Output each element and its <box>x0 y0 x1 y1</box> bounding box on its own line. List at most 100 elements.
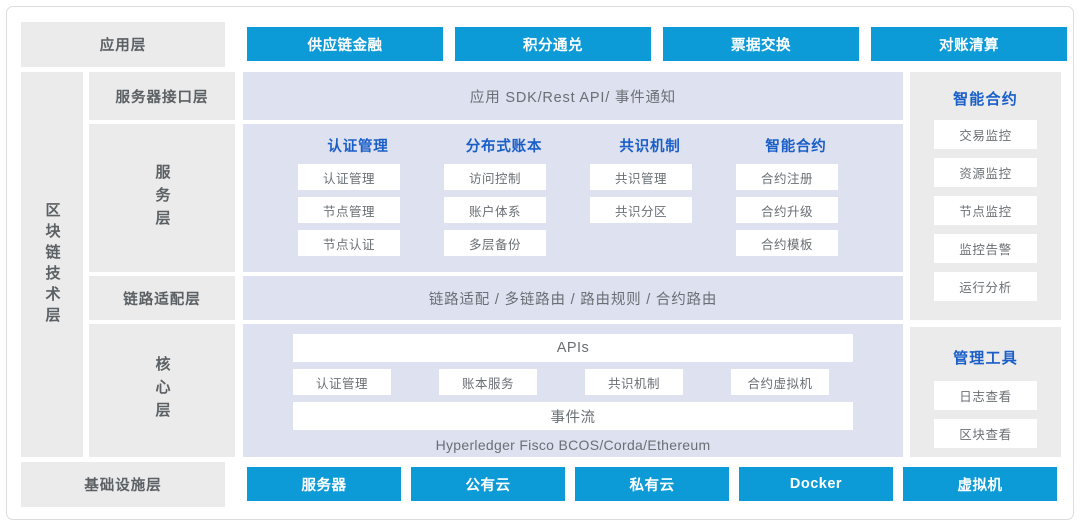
chip-label: 认证管理 <box>322 171 375 186</box>
chip-label: 区块查看 <box>959 428 1012 442</box>
service-chip-consensus-partition[interactable]: 共识分区 <box>590 197 692 223</box>
blockchain-tech-layer-label-text: 区块链技术层 <box>43 201 61 328</box>
chip-label: 账本服务 <box>461 376 514 391</box>
core-apis-label: APIs <box>556 340 590 356</box>
application-layer-label-text: 应用层 <box>99 38 147 54</box>
chip-label: 节点监控 <box>959 205 1012 219</box>
chip-label: 节点认证 <box>322 237 375 252</box>
app-button-reconciliation-settlement[interactable]: 对账清算 <box>871 27 1067 61</box>
app-button-label: 票据交换 <box>731 37 791 54</box>
side-panel-title-management-tools: 管理工具 <box>910 345 1061 369</box>
chip-label: 账户体系 <box>468 204 521 219</box>
chip-label: 共识分区 <box>614 204 667 219</box>
core-layer-label: 核心层 <box>89 324 235 457</box>
diagram-frame: 应用层 供应链金融 积分通兑 票据交换 对账清算 区块链技术层 服务器接口层 服… <box>6 6 1074 520</box>
blockchain-tech-layer-label: 区块链技术层 <box>21 72 83 457</box>
chip-label: 多层备份 <box>468 237 521 252</box>
infra-button-virtual-machine[interactable]: 虚拟机 <box>903 467 1057 501</box>
link-adaptation-layer-content: 链路适配 / 多链路由 / 路由规则 / 合约路由 <box>243 276 903 320</box>
chip-label: 资源监控 <box>959 167 1012 181</box>
infra-button-public-cloud[interactable]: 公有云 <box>411 467 565 501</box>
chip-label: 合约模板 <box>760 237 813 252</box>
app-button-points-exchange[interactable]: 积分通兑 <box>455 27 651 61</box>
chip-label: 运行分析 <box>959 281 1012 295</box>
side-panel-smart-contract: 智能合约 交易监控 资源监控 节点监控 监控告警 运行分析 <box>910 72 1061 320</box>
app-button-supply-chain-finance[interactable]: 供应链金融 <box>247 27 443 61</box>
server-interface-content-text: 应用 SDK/Rest API/ 事件通知 <box>469 89 677 106</box>
service-layer-content: 认证管理 认证管理 节点管理 节点认证 分布式账本 访问控制 账户体系 多层备份… <box>243 124 903 272</box>
infra-button-label: 虚拟机 <box>957 477 1003 494</box>
service-group-title-smart-contract: 智能合约 <box>721 134 871 156</box>
service-group-title-distributed-ledger: 分布式账本 <box>429 134 579 156</box>
application-layer-label: 应用层 <box>21 22 225 67</box>
app-button-label: 积分通兑 <box>523 37 583 54</box>
layer-label-text: 核心层 <box>153 356 171 425</box>
application-layer-items: 供应链金融 积分通兑 票据交换 对账清算 <box>233 22 1067 67</box>
core-event-stream-bar[interactable]: 事件流 <box>293 402 853 430</box>
core-module-auth-management[interactable]: 认证管理 <box>293 369 391 395</box>
service-chip-auth-management[interactable]: 认证管理 <box>298 164 400 190</box>
service-chip-access-control[interactable]: 访问控制 <box>444 164 546 190</box>
side-panel-management-tools: 管理工具 日志查看 区块查看 <box>910 327 1061 457</box>
service-chip-contract-registration[interactable]: 合约注册 <box>736 164 838 190</box>
core-module-consensus-mechanism[interactable]: 共识机制 <box>585 369 683 395</box>
side-chip-runtime-analysis[interactable]: 运行分析 <box>934 272 1037 301</box>
server-interface-layer-label: 服务器接口层 <box>89 72 235 120</box>
service-chip-contract-template[interactable]: 合约模板 <box>736 230 838 256</box>
chip-label: 监控告警 <box>959 243 1012 257</box>
service-layer-label: 服务层 <box>89 124 235 272</box>
core-apis-bar[interactable]: APIs <box>293 334 853 362</box>
group-title-text: 共识机制 <box>619 138 681 155</box>
link-adaptation-layer-label: 链路适配层 <box>89 276 235 320</box>
service-chip-consensus-management[interactable]: 共识管理 <box>590 164 692 190</box>
group-title-text: 认证管理 <box>327 138 389 155</box>
core-layer-content: APIs 认证管理 账本服务 共识机制 合约虚拟机 事件流 Hyperledge… <box>243 324 903 457</box>
side-chip-monitoring-alarm[interactable]: 监控告警 <box>934 234 1037 263</box>
core-event-label: 事件流 <box>550 409 596 426</box>
infra-button-label: 私有云 <box>629 477 675 494</box>
app-button-bill-exchange[interactable]: 票据交换 <box>663 27 859 61</box>
layer-label-text: 链路适配层 <box>123 291 201 308</box>
infra-button-server[interactable]: 服务器 <box>247 467 401 501</box>
infra-button-label: 公有云 <box>465 477 511 494</box>
core-footnote-text: Hyperledger Fisco BCOS/Corda/Ethereum <box>435 436 711 453</box>
infra-button-private-cloud[interactable]: 私有云 <box>575 467 729 501</box>
chip-label: 认证管理 <box>315 376 368 391</box>
layer-label-text: 服务层 <box>153 163 171 233</box>
service-chip-account-system[interactable]: 账户体系 <box>444 197 546 223</box>
layer-label-text: 服务器接口层 <box>115 89 209 106</box>
service-chip-node-management[interactable]: 节点管理 <box>298 197 400 223</box>
chip-label: 合约注册 <box>760 171 813 186</box>
chip-label: 共识机制 <box>607 376 660 391</box>
service-chip-contract-upgrade[interactable]: 合约升级 <box>736 197 838 223</box>
app-button-label: 对账清算 <box>939 37 999 54</box>
core-module-ledger-service[interactable]: 账本服务 <box>439 369 537 395</box>
service-group-title-consensus: 共识机制 <box>575 134 725 156</box>
service-chip-multilayer-backup[interactable]: 多层备份 <box>444 230 546 256</box>
infrastructure-layer-items: 服务器 公有云 私有云 Docker 虚拟机 <box>233 462 1061 507</box>
side-chip-log-viewer[interactable]: 日志查看 <box>934 381 1037 410</box>
chip-label: 节点管理 <box>322 204 375 219</box>
side-panel-title-text: 智能合约 <box>953 90 1018 108</box>
server-interface-layer-content: 应用 SDK/Rest API/ 事件通知 <box>243 72 903 120</box>
infra-button-docker[interactable]: Docker <box>739 467 893 501</box>
core-module-contract-vm[interactable]: 合约虚拟机 <box>731 369 829 395</box>
side-chip-block-explorer[interactable]: 区块查看 <box>934 419 1037 448</box>
side-chip-transaction-monitoring[interactable]: 交易监控 <box>934 120 1037 149</box>
service-chip-node-authentication[interactable]: 节点认证 <box>298 230 400 256</box>
chip-label: 合约升级 <box>760 204 813 219</box>
service-group-title-auth: 认证管理 <box>283 134 433 156</box>
infrastructure-layer-label-text: 基础设施层 <box>84 478 162 494</box>
side-chip-node-monitoring[interactable]: 节点监控 <box>934 196 1037 225</box>
chip-label: 合约虚拟机 <box>747 376 813 391</box>
infra-button-label: 服务器 <box>301 477 347 494</box>
chip-label: 日志查看 <box>959 390 1012 404</box>
group-title-text: 智能合约 <box>765 138 827 155</box>
chip-label: 交易监控 <box>959 129 1012 143</box>
side-chip-resource-monitoring[interactable]: 资源监控 <box>934 158 1037 187</box>
side-panel-title-text: 管理工具 <box>953 349 1018 367</box>
infrastructure-layer-label: 基础设施层 <box>21 462 225 507</box>
group-title-text: 分布式账本 <box>465 138 543 155</box>
chip-label: 访问控制 <box>468 171 521 186</box>
chip-label: 共识管理 <box>614 171 667 186</box>
